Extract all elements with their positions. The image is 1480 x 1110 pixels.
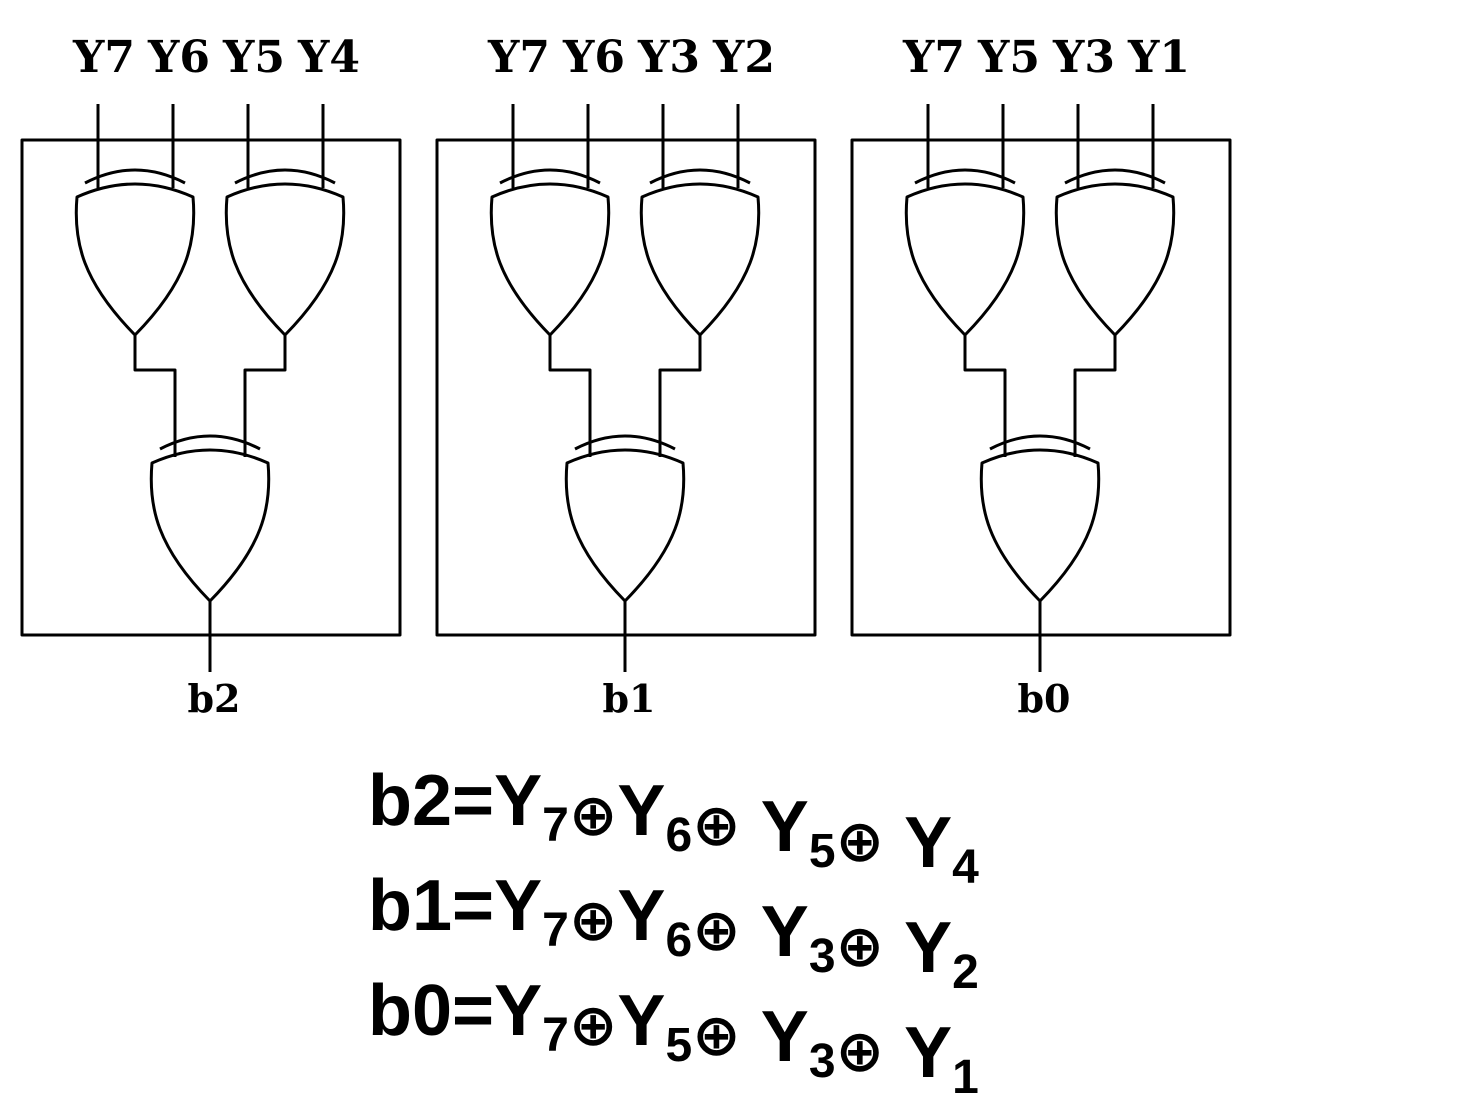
equation-variable: Y	[494, 866, 542, 946]
xor-gate-output	[149, 434, 271, 603]
input-label: Y5	[977, 32, 1040, 83]
xor-gate-input-arc	[649, 168, 751, 185]
xor-gate-body	[979, 448, 1101, 603]
xor-operator: ⊕	[692, 791, 741, 859]
xor-operator: ⊕	[836, 807, 885, 875]
equation-variable: Y	[761, 892, 809, 972]
input-label: Y3	[637, 32, 700, 83]
equation-lhs: b1=	[368, 866, 494, 946]
input-label: Y7	[902, 32, 965, 83]
input-label: Y5	[222, 32, 285, 83]
xor-gate-input-arc	[234, 168, 336, 185]
input-label: Y6	[562, 32, 625, 83]
xor-gate-output	[979, 434, 1101, 603]
internal-wire-left	[133, 335, 177, 457]
output-label: b0	[1017, 676, 1070, 721]
equation-lhs: b2=	[368, 761, 494, 841]
equation-subscript: 3	[809, 930, 836, 983]
xor-gate-body	[489, 182, 611, 337]
xor-operator: ⊕	[569, 886, 618, 954]
equation-variable: Y	[617, 876, 665, 956]
xor-gate-body	[564, 448, 686, 603]
xor-operator: ⊕	[569, 991, 618, 1059]
xor-gate-right	[639, 168, 761, 337]
output-label: b1	[602, 676, 655, 721]
equation-variable: Y	[617, 981, 665, 1061]
equation-variable: Y	[494, 761, 542, 841]
xor-gate-right	[1054, 168, 1176, 337]
input-label: Y1	[1127, 32, 1190, 83]
xor-gate-input-arc	[499, 168, 601, 185]
xor-operator: ⊕	[692, 1001, 741, 1069]
xor-operator: ⊕	[836, 912, 885, 980]
xor-operator: ⊕	[692, 896, 741, 964]
internal-wire-left	[548, 335, 592, 457]
xor-gate-input-arc	[574, 434, 676, 451]
xor-gate-body	[224, 182, 346, 337]
equation-subscript: 3	[809, 1035, 836, 1088]
xor-gate-input-arc	[989, 434, 1091, 451]
xor-gate-input-arc	[1064, 168, 1166, 185]
equation-variable: Y	[761, 787, 809, 867]
xor-gate-body	[1054, 182, 1176, 337]
input-label: Y3	[1052, 32, 1115, 83]
equation-subscript: 6	[665, 809, 692, 862]
xor-gate-body	[74, 182, 196, 337]
equation-variable: Y	[904, 803, 952, 883]
xor-gate-right	[224, 168, 346, 337]
xor-gate-input-arc	[84, 168, 186, 185]
equation-subscript: 6	[665, 914, 692, 967]
xor-operator: ⊕	[569, 781, 618, 849]
equation-variable: Y	[761, 997, 809, 1077]
input-label: Y6	[147, 32, 210, 83]
equation-subscript: 7	[542, 904, 569, 957]
internal-wire-right	[1073, 335, 1117, 457]
equation-subscript: 5	[665, 1019, 692, 1072]
equation-subscript: 7	[542, 799, 569, 852]
xor-operator: ⊕	[836, 1017, 885, 1085]
equation-b2: b2=Y7⊕Y6⊕ Y5⊕ Y4	[368, 761, 979, 894]
equation-subscript: 2	[952, 946, 979, 999]
equation-variable: Y	[494, 971, 542, 1051]
equation-subscript: 4	[952, 841, 979, 894]
xor-gate-left	[904, 168, 1026, 337]
input-label: Y4	[297, 32, 360, 83]
xor-gate-body	[639, 182, 761, 337]
internal-wire-left	[963, 335, 1007, 457]
input-label: Y7	[72, 32, 135, 83]
equation-b1: b1=Y7⊕Y6⊕ Y3⊕ Y2	[368, 866, 979, 999]
xor-gate-left	[74, 168, 196, 337]
equation-lhs: b0=	[368, 971, 494, 1051]
equation-variable: Y	[904, 1013, 952, 1093]
internal-wire-right	[243, 335, 287, 457]
xor-gate-input-arc	[159, 434, 261, 451]
xor-gate-left	[489, 168, 611, 337]
equation-b0: b0=Y7⊕Y5⊕ Y3⊕ Y1	[368, 971, 979, 1104]
input-label: Y2	[712, 32, 775, 83]
output-label: b2	[187, 676, 240, 721]
xor-gate-output	[564, 434, 686, 603]
internal-wire-right	[658, 335, 702, 457]
equation-variable: Y	[904, 908, 952, 988]
equation-subscript: 1	[952, 1051, 979, 1104]
equation-subscript: 7	[542, 1009, 569, 1062]
xor-gate-body	[149, 448, 271, 603]
equation-variable: Y	[617, 771, 665, 851]
equation-subscript: 5	[809, 825, 836, 878]
input-label: Y7	[487, 32, 550, 83]
xor-gate-body	[904, 182, 1026, 337]
xor-gate-input-arc	[914, 168, 1016, 185]
